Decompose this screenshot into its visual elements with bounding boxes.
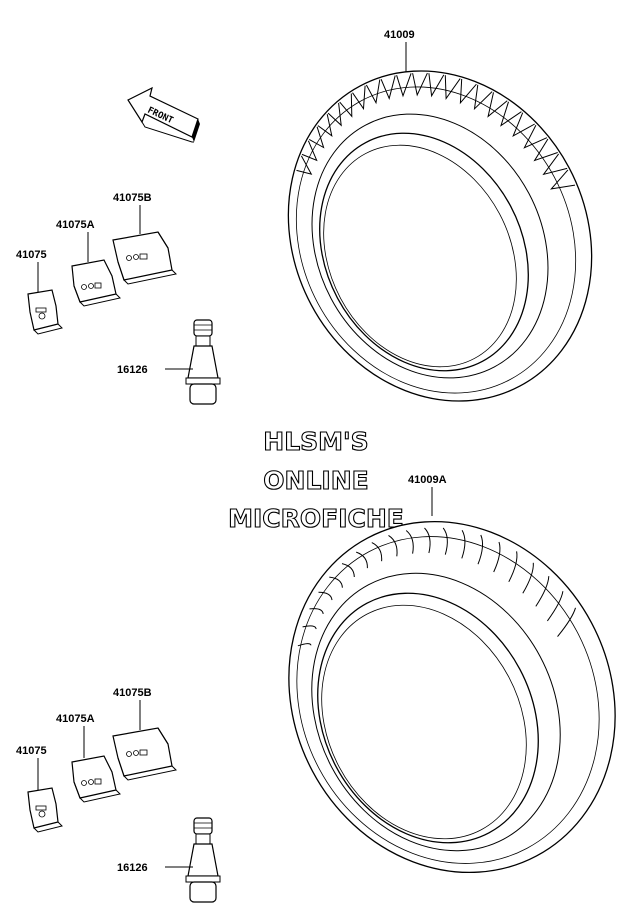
tread-chevron — [473, 84, 493, 111]
tread-groove — [388, 534, 398, 557]
tread-chevron — [550, 169, 576, 190]
tread-groove — [302, 625, 317, 630]
tread-groove — [442, 527, 448, 555]
balance-weight-small — [27, 289, 63, 335]
tread-groove — [557, 607, 576, 637]
tire-tread-pattern — [297, 527, 576, 647]
part-number-41009A: 41009A — [408, 474, 447, 486]
tread-groove — [297, 643, 312, 647]
tread-chevron — [412, 72, 428, 97]
tread-groove — [371, 542, 383, 562]
tread-chevron — [500, 101, 522, 127]
tread-chevron — [396, 73, 412, 98]
tread-chevron — [380, 75, 396, 100]
tread-groove — [461, 529, 466, 559]
rear-tire — [288, 520, 616, 874]
tread-groove — [546, 591, 564, 622]
tread-chevron — [542, 153, 568, 176]
tread-groove — [356, 551, 368, 569]
balance-weight-large — [112, 231, 178, 285]
tread-groove — [508, 551, 518, 583]
tread-groove — [341, 563, 355, 578]
tread-groove — [329, 576, 343, 588]
watermark-line-2: ONLINE — [263, 466, 368, 495]
watermark-line-1: HLSM'S — [263, 427, 368, 456]
tread-chevron — [428, 73, 445, 98]
tread-groove — [522, 562, 534, 594]
tread-groove — [405, 530, 414, 554]
tread-chevron — [352, 85, 366, 111]
tread-chevron — [523, 124, 548, 149]
tread-chevron — [301, 140, 318, 162]
balance-weight-medium — [71, 259, 121, 307]
part-number-16126: 16126 — [117, 862, 148, 874]
front-arrow-icon: FRONT — [127, 86, 200, 143]
balance-weight-medium — [71, 755, 121, 803]
balance-weight-large — [112, 727, 178, 781]
part-number-41075A: 41075A — [56, 713, 95, 725]
tread-groove — [477, 534, 484, 565]
part-number-41075B: 41075B — [113, 192, 152, 204]
tire-valve — [185, 319, 221, 405]
tread-chevron — [317, 114, 333, 137]
tread-groove — [309, 608, 324, 615]
tread-chevron — [444, 75, 461, 100]
tread-chevron — [512, 112, 535, 138]
part-number-41075B: 41075B — [113, 687, 152, 699]
tire-valve — [185, 817, 221, 903]
front-tire — [287, 70, 593, 402]
part-number-41075: 41075 — [16, 745, 47, 757]
part-number-41009: 41009 — [384, 29, 415, 41]
watermark: HLSM'S ONLINE MICROFICHE — [228, 426, 405, 533]
tread-chevron — [487, 92, 508, 118]
tread-groove — [535, 576, 550, 607]
part-number-16126: 16126 — [117, 364, 148, 376]
watermark-line-3: MICROFICHE — [228, 504, 404, 533]
tread-chevron — [308, 126, 325, 149]
tire-tread-pattern — [296, 72, 576, 190]
tread-groove — [318, 591, 333, 601]
part-number-41075: 41075 — [16, 249, 47, 261]
tread-groove — [493, 541, 501, 573]
part-number-41075A: 41075A — [56, 219, 95, 231]
tread-chevron — [339, 93, 353, 118]
balance-weight-small — [27, 787, 63, 833]
tread-chevron — [459, 78, 477, 105]
tread-groove — [424, 527, 431, 554]
tread-chevron — [296, 155, 313, 175]
tread-chevron — [327, 102, 342, 127]
tread-chevron — [365, 79, 381, 105]
tread-chevron — [533, 138, 558, 162]
